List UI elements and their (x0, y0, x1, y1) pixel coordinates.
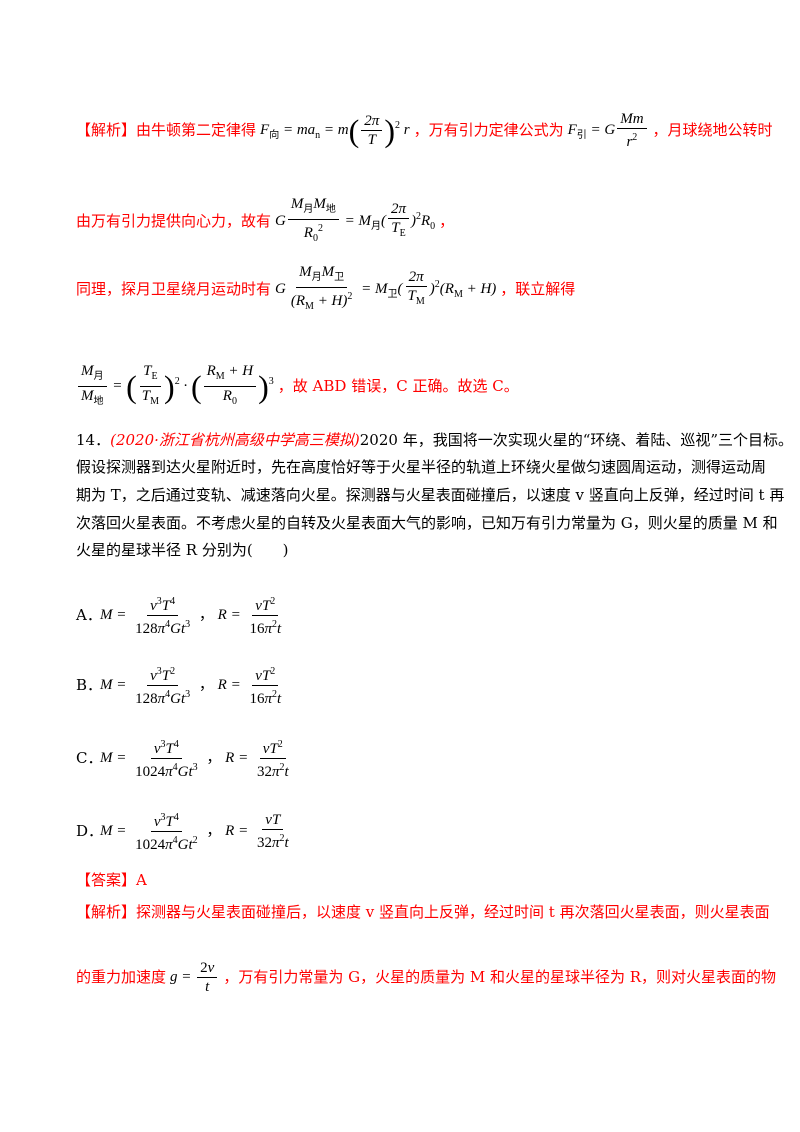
question-line-5: 火星的星球半径 R 分别为( ) (76, 541, 289, 559)
analysis-text: 的重力加速度 (76, 968, 167, 986)
question-line-3: 期为 T，之后通过变轨、减速落向火星。探测器与火星表面碰撞后，以速度 v 竖直向… (76, 486, 785, 504)
answer-value: A (136, 871, 147, 889)
answer-tag: 【答案】 (76, 871, 137, 889)
analysis-text: ，联立解得 (500, 280, 576, 298)
analysis-text: ，月球绕地公转时 (652, 121, 773, 139)
analysis-text: ， (439, 212, 455, 230)
question-text: 2020 年，我国将一次实现火星的“环绕、着陆、巡视”三个目标。 (359, 431, 794, 449)
answer-line: 【答案】A (76, 870, 147, 890)
analysis-text: 探测器与火星表面碰撞后，以速度 v 竖直向上反弹，经过时间 t 再次落回火星表面… (136, 903, 770, 921)
analysis-text: ，万有引力常量为 G，火星的质量为 M 和火星的星球半径为 R，则对火星表面的物 (223, 968, 777, 986)
analysis-tag: 【解析】 (76, 121, 137, 139)
question-line-4: 次落回火星表面。不考虑火星的自转及火星表面大气的影响，已知万有引力常量为 G，则… (76, 514, 778, 532)
analysis-text: 由牛顿第二定律得 (136, 121, 257, 139)
question-number: 14． (76, 431, 111, 449)
option-label: C． (76, 749, 103, 767)
analysis2-line-1: 【解析】探测器与火星表面碰撞后，以速度 v 竖直向上反弹，经过时间 t 再次落回… (76, 902, 770, 922)
question-line-2: 假设探测器到达火星附近时，先在高度恰好等于火星半径的轨道上环绕火星做匀速圆周运动… (76, 458, 767, 476)
question-line-1: 14．(2020·浙江省杭州高级中学高三模拟)2020 年，我国将一次实现火星的… (76, 430, 793, 450)
question-source: (2020·浙江省杭州高级中学高三模拟) (110, 431, 360, 449)
analysis-tag: 【解析】 (76, 903, 137, 921)
analysis-text: 同理，探月卫星绕月运动时有 (76, 280, 272, 298)
option-label: B． (76, 676, 103, 694)
conclusion-text: ，故 ABD 错误，C 正确。故选 C。 (277, 377, 519, 395)
option-label: D． (76, 822, 104, 840)
analysis-text: ，万有引力定律公式为 (413, 121, 564, 139)
analysis-text: 由万有引力提供向心力，故有 (76, 212, 272, 230)
option-label: A． (76, 606, 102, 624)
